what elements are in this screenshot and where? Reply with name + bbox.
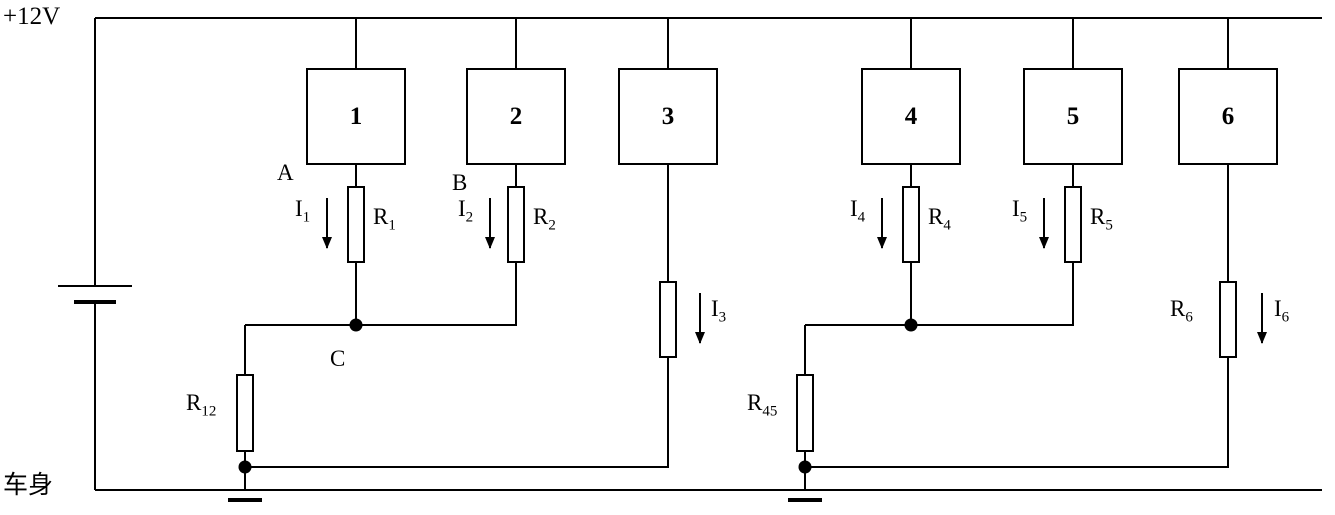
load-box-3-label: 3 [661, 102, 675, 130]
i3-base: I [711, 296, 719, 321]
r4-sub: 4 [943, 217, 951, 234]
r2-base: R [533, 204, 549, 229]
r12-base: R [186, 390, 202, 415]
right-node-dot [904, 318, 918, 332]
load-box-6: 6 [1178, 68, 1278, 165]
node-b-label: B [452, 170, 468, 195]
load-box-6-label: 6 [1221, 102, 1235, 130]
resistor-label-r5: R5 [1090, 204, 1113, 233]
r45-sub: 45 [762, 403, 778, 420]
supply-voltage-label: +12V [3, 3, 61, 30]
left-junction-dot [238, 460, 252, 474]
load-box-2-label: 2 [509, 102, 523, 130]
current-label-i2: I2 [458, 196, 473, 225]
r45-base: R [747, 390, 763, 415]
resistor-r2-body [507, 186, 525, 263]
load-box-1: 1 [306, 68, 406, 165]
load-box-4: 4 [861, 68, 961, 165]
r1-sub: 1 [388, 217, 396, 234]
resistor-r12-body [236, 374, 254, 452]
i4-base: I [850, 196, 858, 221]
resistor-label-r12: R12 [186, 390, 216, 419]
resistor-label-r1: R1 [373, 204, 396, 233]
i3-sub: 3 [718, 309, 727, 326]
r1-base: R [373, 204, 389, 229]
r12-sub: 12 [201, 403, 217, 420]
i6-base: I [1274, 296, 1282, 321]
r5-base: R [1090, 204, 1106, 229]
i2-sub: 2 [465, 209, 474, 226]
r6-base: R [1170, 296, 1186, 321]
r4-base: R [928, 204, 944, 229]
node-c-dot [349, 318, 363, 332]
i1-base: I [295, 196, 303, 221]
node-a-label: A [277, 160, 294, 185]
load-box-4-label: 4 [904, 102, 918, 130]
load-box-2: 2 [466, 68, 566, 165]
node-c-label: C [330, 346, 346, 371]
i1-sub: 1 [302, 209, 311, 226]
i2-base: I [458, 196, 466, 221]
r2-sub: 2 [548, 217, 556, 234]
resistor-label-r45: R45 [747, 390, 777, 419]
resistor-r1-body [347, 186, 365, 263]
load-box-3: 3 [618, 68, 718, 165]
r5-sub: 5 [1105, 217, 1113, 234]
r6-sub: 6 [1185, 309, 1193, 326]
resistor-r45-body [796, 374, 814, 452]
chassis-label: 车身 [3, 472, 54, 499]
i5-base: I [1012, 196, 1020, 221]
current-label-i6: I6 [1274, 296, 1289, 325]
right-junction-dot [798, 460, 812, 474]
current-label-i5: I5 [1012, 196, 1027, 225]
i6-sub: 6 [1281, 309, 1290, 326]
resistor-label-r4: R4 [928, 204, 951, 233]
resistor-label-r6: R6 [1170, 296, 1193, 325]
resistor-r6-body [1219, 281, 1237, 358]
current-label-i1: I1 [295, 196, 310, 225]
resistor-r5-body [1064, 186, 1082, 263]
load-box-5: 5 [1023, 68, 1123, 165]
resistor-i3-body [659, 281, 677, 358]
current-label-i4: I4 [850, 196, 865, 225]
load-box-5-label: 5 [1066, 102, 1080, 130]
current-label-i3: I3 [711, 296, 726, 325]
i5-sub: 5 [1019, 209, 1028, 226]
resistor-label-r2: R2 [533, 204, 556, 233]
resistor-r4-body [902, 186, 920, 263]
load-box-1-label: 1 [349, 102, 363, 130]
i4-sub: 4 [857, 209, 866, 226]
